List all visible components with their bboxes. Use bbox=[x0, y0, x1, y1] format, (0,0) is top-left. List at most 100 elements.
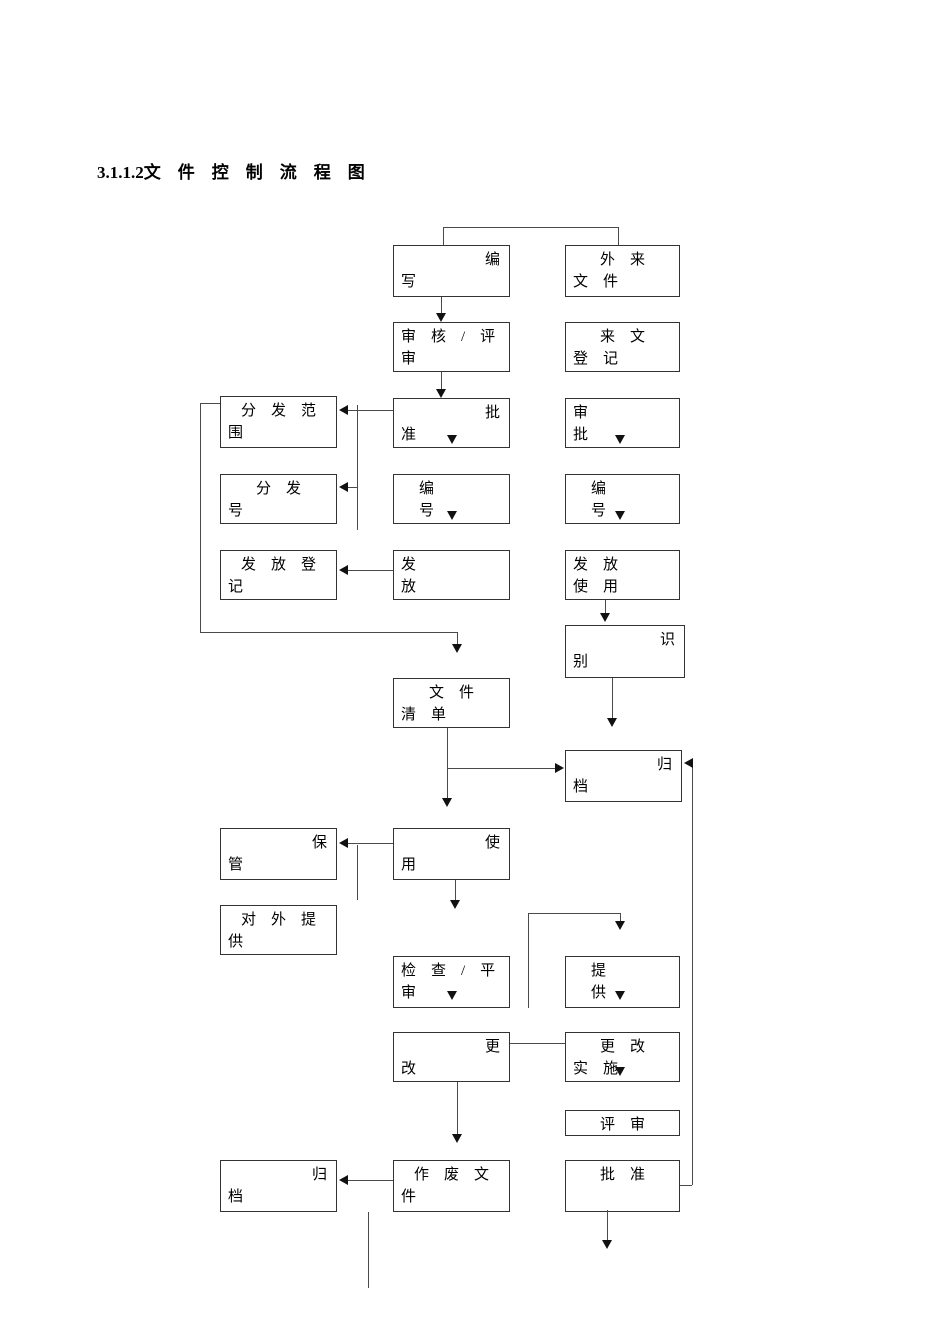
connector-line bbox=[457, 632, 458, 644]
flow-box-label: 分 发 范 bbox=[240, 403, 316, 419]
connector-line bbox=[607, 1210, 608, 1240]
flow-box-label: 来 文 bbox=[599, 329, 645, 345]
flow-box-fafang: 发放 bbox=[393, 550, 510, 600]
flow-box-tigong: 提供 bbox=[565, 956, 680, 1008]
flow-box-label: 编 bbox=[419, 481, 435, 497]
connector-line bbox=[357, 845, 358, 900]
connector-line bbox=[455, 880, 456, 900]
flow-box-label: 档 bbox=[228, 1189, 244, 1205]
connector-line bbox=[528, 913, 620, 914]
connector-line bbox=[612, 678, 613, 718]
flow-box-label: 改 bbox=[401, 1061, 417, 1077]
flow-box-bianxie: 编写 bbox=[393, 245, 510, 297]
flow-box-wenjian-qingdan: 文 件清 单 bbox=[393, 678, 510, 728]
arrowhead-down-icon bbox=[602, 1240, 612, 1249]
connector-line bbox=[441, 297, 442, 316]
flow-box-label: 检 查 / 平 bbox=[401, 963, 496, 979]
flow-box-shiyong: 使用 bbox=[393, 828, 510, 880]
flow-box-label: 发 放 登 bbox=[240, 557, 316, 573]
flow-box-label: 放 bbox=[401, 579, 417, 595]
flow-box-label: 编 bbox=[484, 252, 500, 268]
connector-line bbox=[347, 1180, 393, 1181]
flow-box-laiwen-dengji: 来 文登 记 bbox=[565, 322, 680, 372]
flow-box-label: 使 用 bbox=[573, 579, 619, 595]
flow-box-label: 归 bbox=[311, 1167, 327, 1183]
flow-box-shibie: 识别 bbox=[565, 625, 685, 678]
flow-box-label: 批 bbox=[484, 405, 500, 421]
flow-box-label: 对 外 提 bbox=[240, 912, 316, 928]
flow-box-label: 编 bbox=[591, 481, 607, 497]
flow-box-label: 号 bbox=[419, 503, 435, 519]
flow-box-duiwai-tigong: 对 外 提供 bbox=[220, 905, 337, 955]
connector-line bbox=[620, 913, 621, 921]
arrowhead-right-icon bbox=[555, 763, 564, 773]
arrowhead-down-icon bbox=[452, 644, 462, 653]
flow-box-label: 批 bbox=[573, 427, 589, 443]
flow-box-label: 记 bbox=[228, 579, 244, 595]
connector-line bbox=[447, 768, 556, 769]
arrowhead-down-icon bbox=[615, 435, 625, 444]
connector-line bbox=[368, 1212, 369, 1288]
flow-box-label: 批 准 bbox=[599, 1167, 645, 1183]
flow-box-label: 件 bbox=[401, 1189, 417, 1205]
connector-line bbox=[347, 843, 393, 844]
connector-line bbox=[441, 372, 442, 392]
connector-line bbox=[457, 1082, 458, 1134]
arrowhead-down-icon bbox=[447, 435, 457, 444]
flow-box-genggai: 更改 bbox=[393, 1032, 510, 1082]
flow-box-fenfa-hao: 分 发号 bbox=[220, 474, 337, 524]
flow-box-label: 更 bbox=[484, 1039, 500, 1055]
connector-line bbox=[605, 600, 606, 614]
connector-line bbox=[680, 1185, 692, 1186]
flow-box-guidang-left: 归档 bbox=[220, 1160, 337, 1212]
flow-box-fafang-dengji: 发 放 登记 bbox=[220, 550, 337, 600]
flow-box-label: 登 记 bbox=[573, 351, 619, 367]
flow-box-zuofei-wenjian: 作 废 文件 bbox=[393, 1160, 510, 1212]
connector-line bbox=[200, 632, 457, 633]
connector-line bbox=[200, 403, 220, 404]
flow-box-label: 供 bbox=[591, 985, 607, 1001]
connector-line bbox=[528, 913, 529, 1008]
flow-box-label: 号 bbox=[228, 503, 244, 519]
arrowhead-left-icon bbox=[684, 758, 693, 768]
connector-line bbox=[618, 227, 619, 245]
flow-box-label: 外 来 bbox=[599, 252, 645, 268]
flow-box-label: 档 bbox=[573, 779, 589, 795]
flow-box-label: 用 bbox=[401, 857, 417, 873]
arrowhead-left-icon bbox=[339, 838, 348, 848]
flow-box-jiancha-pingshen: 检 查 / 平审 bbox=[393, 956, 510, 1008]
flow-box-label: 审 bbox=[573, 405, 589, 421]
flow-box-label: 更 改 bbox=[599, 1039, 645, 1055]
connector-line bbox=[347, 410, 393, 411]
arrowhead-down-icon bbox=[447, 511, 457, 520]
flow-box-label: 归 bbox=[656, 757, 672, 773]
arrowhead-down-icon bbox=[450, 900, 460, 909]
flow-box-label: 供 bbox=[228, 934, 244, 950]
flow-box-label: 管 bbox=[228, 857, 244, 873]
flow-box-wailai-wenjian: 外 来文 件 bbox=[565, 245, 680, 297]
flow-box-pizhun-bottom: 批 准 bbox=[565, 1160, 680, 1212]
arrowhead-down-icon bbox=[615, 991, 625, 1000]
flow-box-label: 作 废 文 bbox=[413, 1167, 489, 1183]
connector-line bbox=[447, 728, 448, 798]
arrowhead-down-icon bbox=[615, 1067, 625, 1076]
flow-box-guidang-right: 归档 bbox=[565, 750, 682, 802]
flow-box-label: 保 bbox=[311, 835, 327, 851]
connector-line bbox=[510, 1043, 565, 1044]
arrowhead-left-icon bbox=[339, 482, 348, 492]
connector-line bbox=[347, 487, 357, 488]
page-title: 3.1.1.2文 件 控 制 流 程 图 bbox=[97, 163, 365, 182]
arrowhead-down-icon bbox=[600, 613, 610, 622]
flow-box-label: 评 审 bbox=[599, 1117, 645, 1133]
arrowhead-down-icon bbox=[436, 389, 446, 398]
flow-box-label: 发 放 bbox=[573, 557, 619, 573]
flow-box-label: 审 bbox=[401, 985, 417, 1001]
connector-line bbox=[692, 763, 693, 1185]
arrowhead-down-icon bbox=[452, 1134, 462, 1143]
flow-box-label: 清 单 bbox=[401, 707, 447, 723]
flow-box-label: 分 发 bbox=[255, 481, 301, 497]
flow-box-label: 审 bbox=[401, 351, 417, 367]
flow-box-pingshen: 评 审 bbox=[565, 1110, 680, 1136]
flow-box-label: 准 bbox=[401, 427, 417, 443]
flow-box-baoguan: 保管 bbox=[220, 828, 337, 880]
